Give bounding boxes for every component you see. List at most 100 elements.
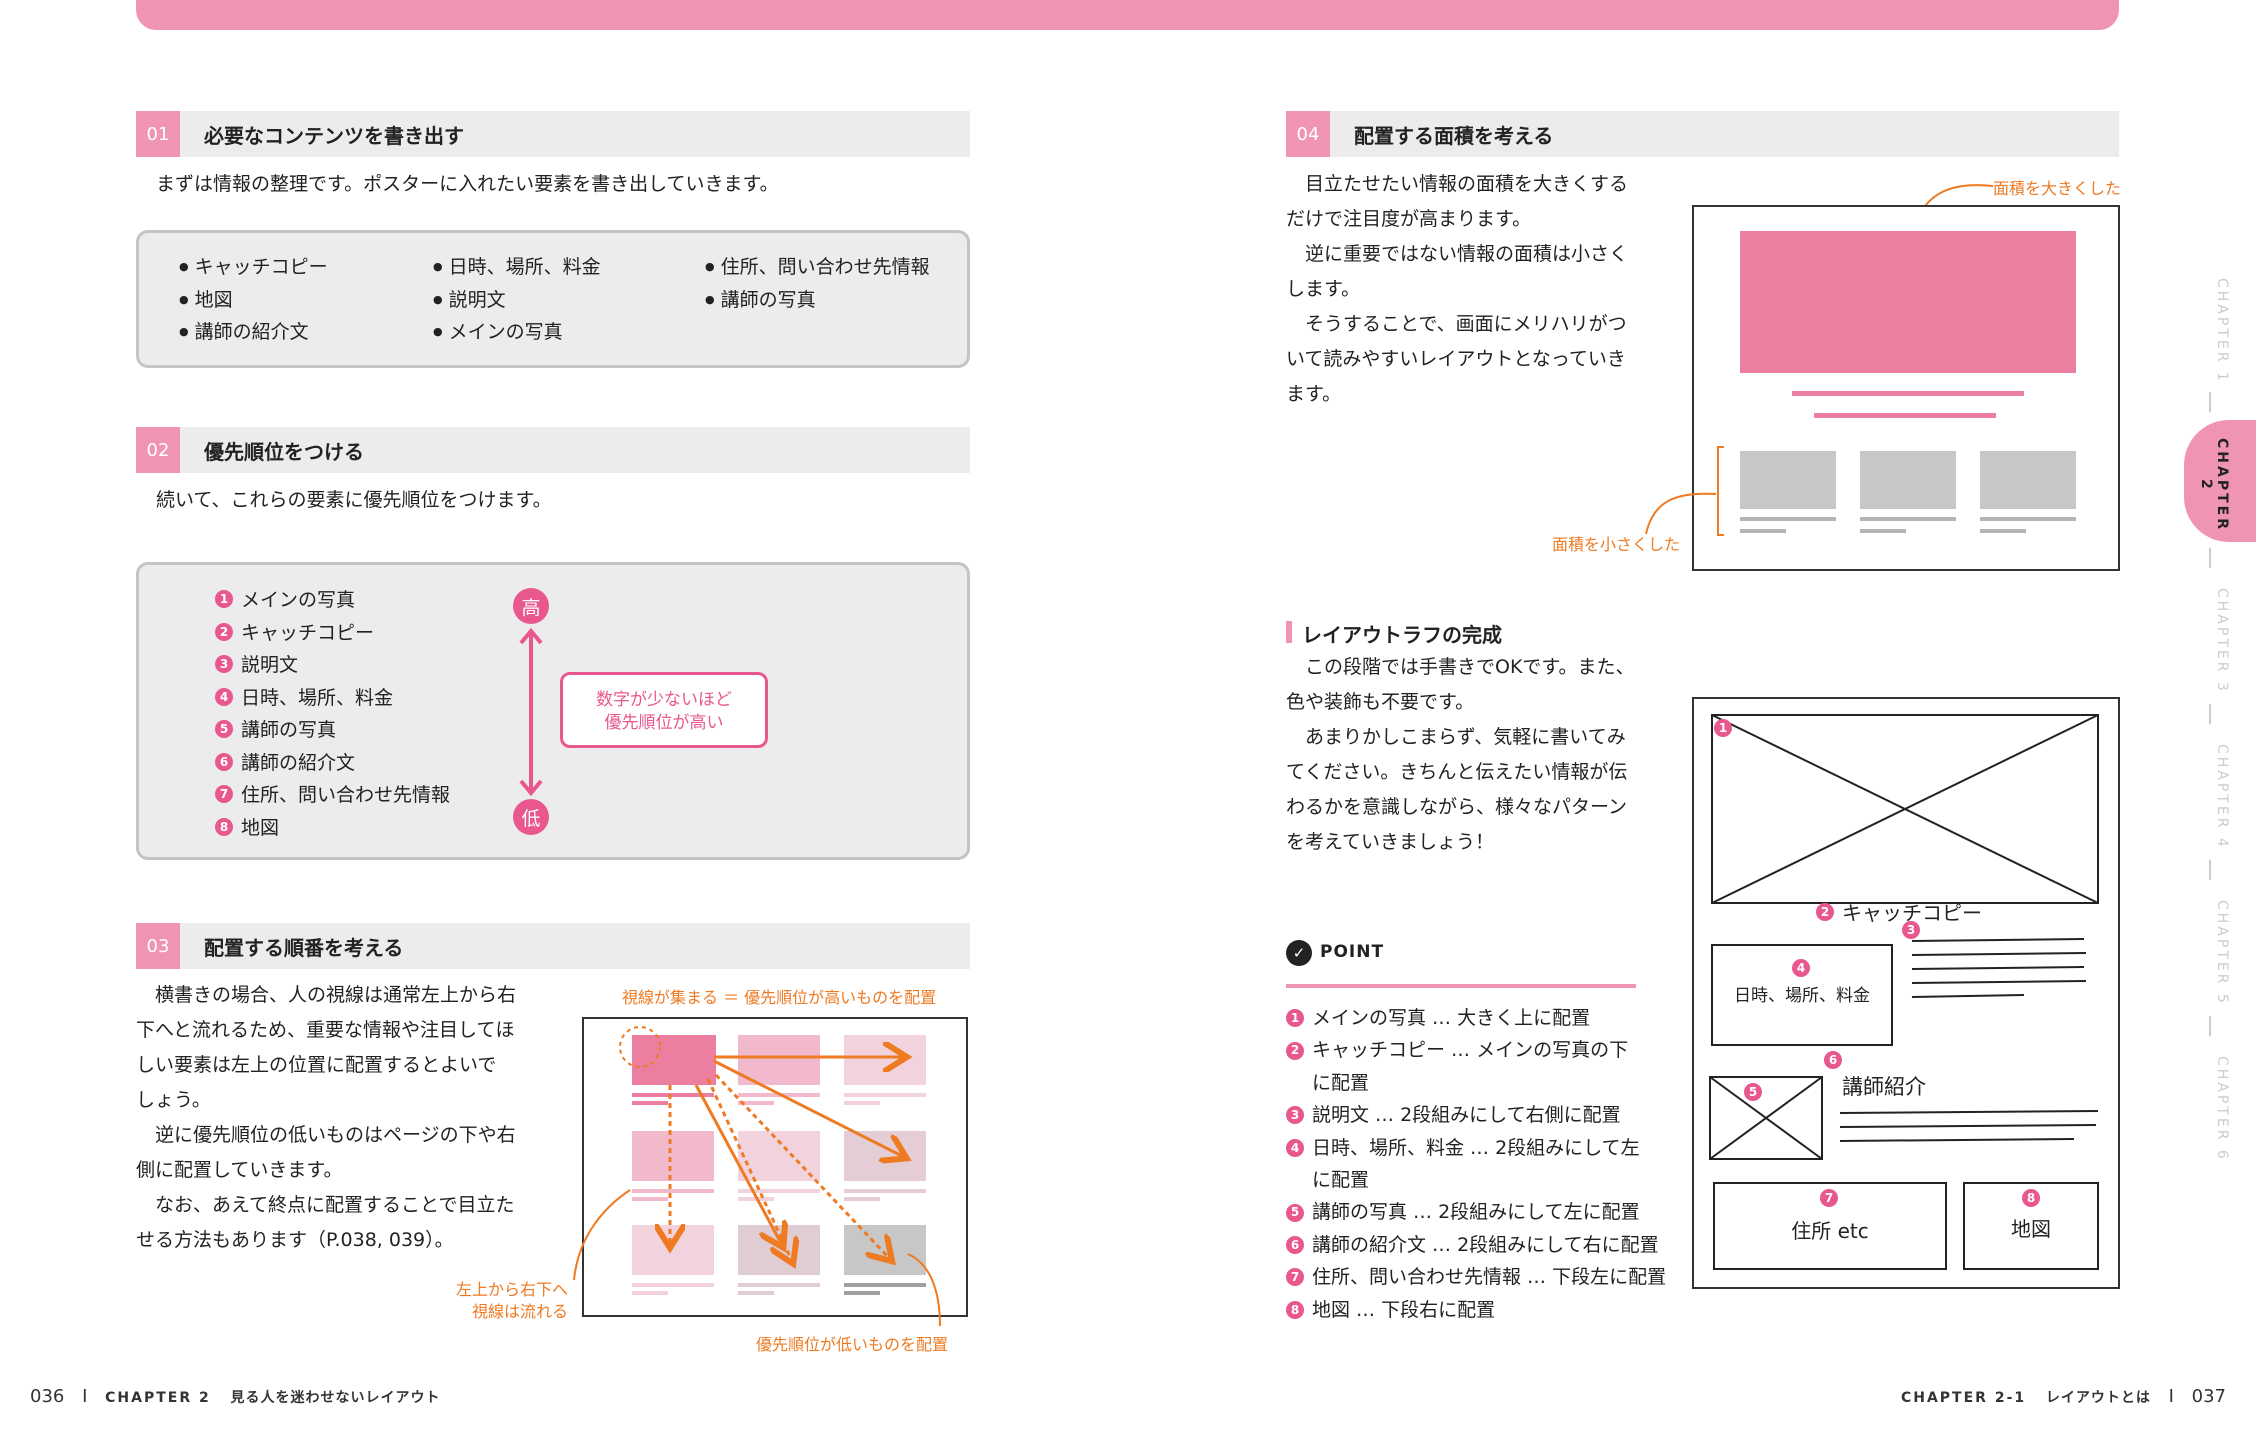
section-03-text: 横書きの場合、人の視線は通常左上から右 下へと流れるため、重要な情報や注目してほ… xyxy=(136,978,536,1258)
chapter-tab-3[interactable]: CHAPTER 3 xyxy=(2214,588,2230,694)
section-title: 必要なコンテンツを書き出す xyxy=(204,123,464,148)
number-badge: 1 xyxy=(215,589,233,608)
annotation-eye-gather: 視線が集まる ＝ 優先順位が高いものを配置 xyxy=(622,988,937,1007)
annotation-bigger: 面積を大きくした xyxy=(1993,179,2122,198)
sketch-graphic xyxy=(1709,714,2099,1270)
footer-right: CHAPTER 2-1 レイアウトとは I 037 xyxy=(1901,1386,2226,1407)
number-badge: 8 xyxy=(2022,1189,2040,1207)
text-line: そうすることで、画面にメリハリがつ xyxy=(1305,313,1627,335)
eye-flow-graphic xyxy=(619,1026,926,1295)
list-item: 講師の紹介文 xyxy=(179,316,309,348)
number-badge: 1 xyxy=(1286,1009,1304,1028)
point-text: に配置 xyxy=(1312,1169,1370,1192)
point-text: 講師の写真 … 2段組みにして左に配置 xyxy=(1312,1201,1640,1224)
text-line: この段階では手書きでOKです。また、 xyxy=(1305,656,1635,678)
text-line: しい要素は左上の位置に配置するとよいで xyxy=(136,1054,497,1076)
annotation-smaller: 面積を小さくした xyxy=(1552,535,1681,554)
point-item: 3 説明文 … 2段組みにして右側に配置 xyxy=(1286,1099,1666,1131)
tab-divider xyxy=(2209,548,2211,568)
eye-flow-diagram xyxy=(582,1017,968,1317)
footer-chapter: CHAPTER 2-1 xyxy=(1900,1390,2027,1406)
sketch-address: 住所 etc xyxy=(1791,1219,1869,1243)
priority-label: 住所、問い合わせ先情報 xyxy=(241,784,451,806)
text-line: なお、あえて終点に配置することで目立た xyxy=(155,1194,515,1216)
section-title: 配置する順番を考える xyxy=(204,935,404,960)
section-01-text: まずは情報の整理です。ポスターに入れたい要素を書き出していきます。 xyxy=(156,173,779,195)
note-line: 数字が少ないほど xyxy=(596,690,732,710)
section-number: 04 xyxy=(1286,111,1330,157)
chapter-tab-5[interactable]: CHAPTER 5 xyxy=(2214,900,2230,1006)
list-item: 地図 xyxy=(179,284,233,316)
section-02-text: 続いて、これらの要素に優先順位をつけます。 xyxy=(156,489,552,511)
text-line: いて読みやすいレイアウトとなっていき xyxy=(1286,348,1626,370)
number-badge: 5 xyxy=(1744,1083,1762,1101)
point-item: 1 メインの写真 … 大きく上に配置 xyxy=(1286,1002,1666,1034)
text-line: 色や装飾も不要です。 xyxy=(1286,691,1475,713)
footer-separator: I xyxy=(2168,1386,2174,1407)
text-line: します。 xyxy=(1286,278,1361,300)
number-badge: 3 xyxy=(1286,1106,1304,1125)
point-text: 説明文 … 2段組みにして右側に配置 xyxy=(1312,1104,1621,1127)
priority-label: メインの写真 xyxy=(241,589,356,611)
text-line: を考えていきましょう！ xyxy=(1286,831,1495,853)
list-item: メインの写真 xyxy=(433,316,563,348)
note-line: 優先順位が高い xyxy=(604,713,724,733)
text-line: 側に配置していきます。 xyxy=(136,1159,343,1181)
priority-label: 講師の写真 xyxy=(241,719,337,741)
section-01-header: 01 必要なコンテンツを書き出す xyxy=(136,111,970,157)
section-04-text: 目立たせたい情報の面積を大きくする だけで注目度が高まります。 逆に重要ではない… xyxy=(1286,167,1646,412)
priority-label: キャッチコピー xyxy=(241,622,375,644)
section-03-header: 03 配置する順番を考える xyxy=(136,923,970,969)
priority-label: 地図 xyxy=(241,817,280,839)
annotation-leader-small xyxy=(1645,492,1717,535)
annotation-leader-bottom xyxy=(907,1253,941,1327)
priority-item: 1 メインの写真 xyxy=(215,585,355,612)
number-badge: 5 xyxy=(215,719,233,738)
annotation-line: 視線は流れる xyxy=(471,1302,568,1321)
text-line: 目立たせたい情報の面積を大きくする xyxy=(1305,173,1629,195)
number-badge: 3 xyxy=(1902,921,1920,939)
contents-list-box: キャッチコピー 日時、場所、料金 住所、問い合わせ先情報 地図 説明文 講師の写… xyxy=(136,230,970,368)
text-line: あまりかしこまらず、気軽に書いてみ xyxy=(1305,726,1626,748)
tab-divider xyxy=(2209,392,2211,412)
point-label: POINT xyxy=(1320,942,1385,962)
number-badge: 4 xyxy=(1286,1138,1304,1157)
chapter-tab-4[interactable]: CHAPTER 4 xyxy=(2214,744,2230,850)
text-line: 横書きの場合、人の視線は通常左上から右 xyxy=(155,984,517,1006)
page-number: 037 xyxy=(2191,1386,2226,1407)
point-text: メインの写真 … 大きく上に配置 xyxy=(1312,1007,1591,1029)
number-badge: 7 xyxy=(215,784,233,803)
list-item: 説明文 xyxy=(433,284,506,316)
tab-divider xyxy=(2209,704,2211,724)
number-badge: 2 xyxy=(215,622,233,641)
tab-divider xyxy=(2209,860,2211,880)
heading-marker xyxy=(1286,621,1292,643)
chapter-tab-1[interactable]: CHAPTER 1 xyxy=(2214,278,2230,384)
text-line: せる方法もあります（P.038, 039）。 xyxy=(136,1229,454,1251)
section-title: 優先順位をつける xyxy=(204,439,364,464)
priority-label: 講師の紹介文 xyxy=(241,752,356,774)
chapter-tab-2[interactable]: CHAPTER 2 xyxy=(2198,438,2230,532)
priority-label: 説明文 xyxy=(241,654,299,676)
double-arrow-icon xyxy=(519,627,543,797)
priority-label: 日時、場所、料金 xyxy=(241,687,394,709)
text-line: しょう。 xyxy=(136,1089,211,1111)
number-badge: 7 xyxy=(1820,1189,1838,1207)
section-number: 03 xyxy=(136,923,180,969)
text-line: わるかを意識しながら、様々なパターン xyxy=(1286,796,1628,818)
number-badge: 8 xyxy=(1286,1300,1304,1319)
priority-item: 7 住所、問い合わせ先情報 xyxy=(215,780,450,807)
section-02-header: 02 優先順位をつける xyxy=(136,427,970,473)
chapter-tab-6[interactable]: CHAPTER 6 xyxy=(2214,1056,2230,1162)
text-line: ます。 xyxy=(1286,383,1342,405)
number-badge: 7 xyxy=(1286,1268,1304,1287)
footer-chapter: CHAPTER 2 xyxy=(105,1390,211,1406)
point-text: 講師の紹介文 … 2段組みにして右に配置 xyxy=(1312,1233,1659,1256)
low-badge: 低 xyxy=(513,799,549,835)
annotation-flow: 左上から右下へ 視線は流れる xyxy=(446,1279,568,1323)
